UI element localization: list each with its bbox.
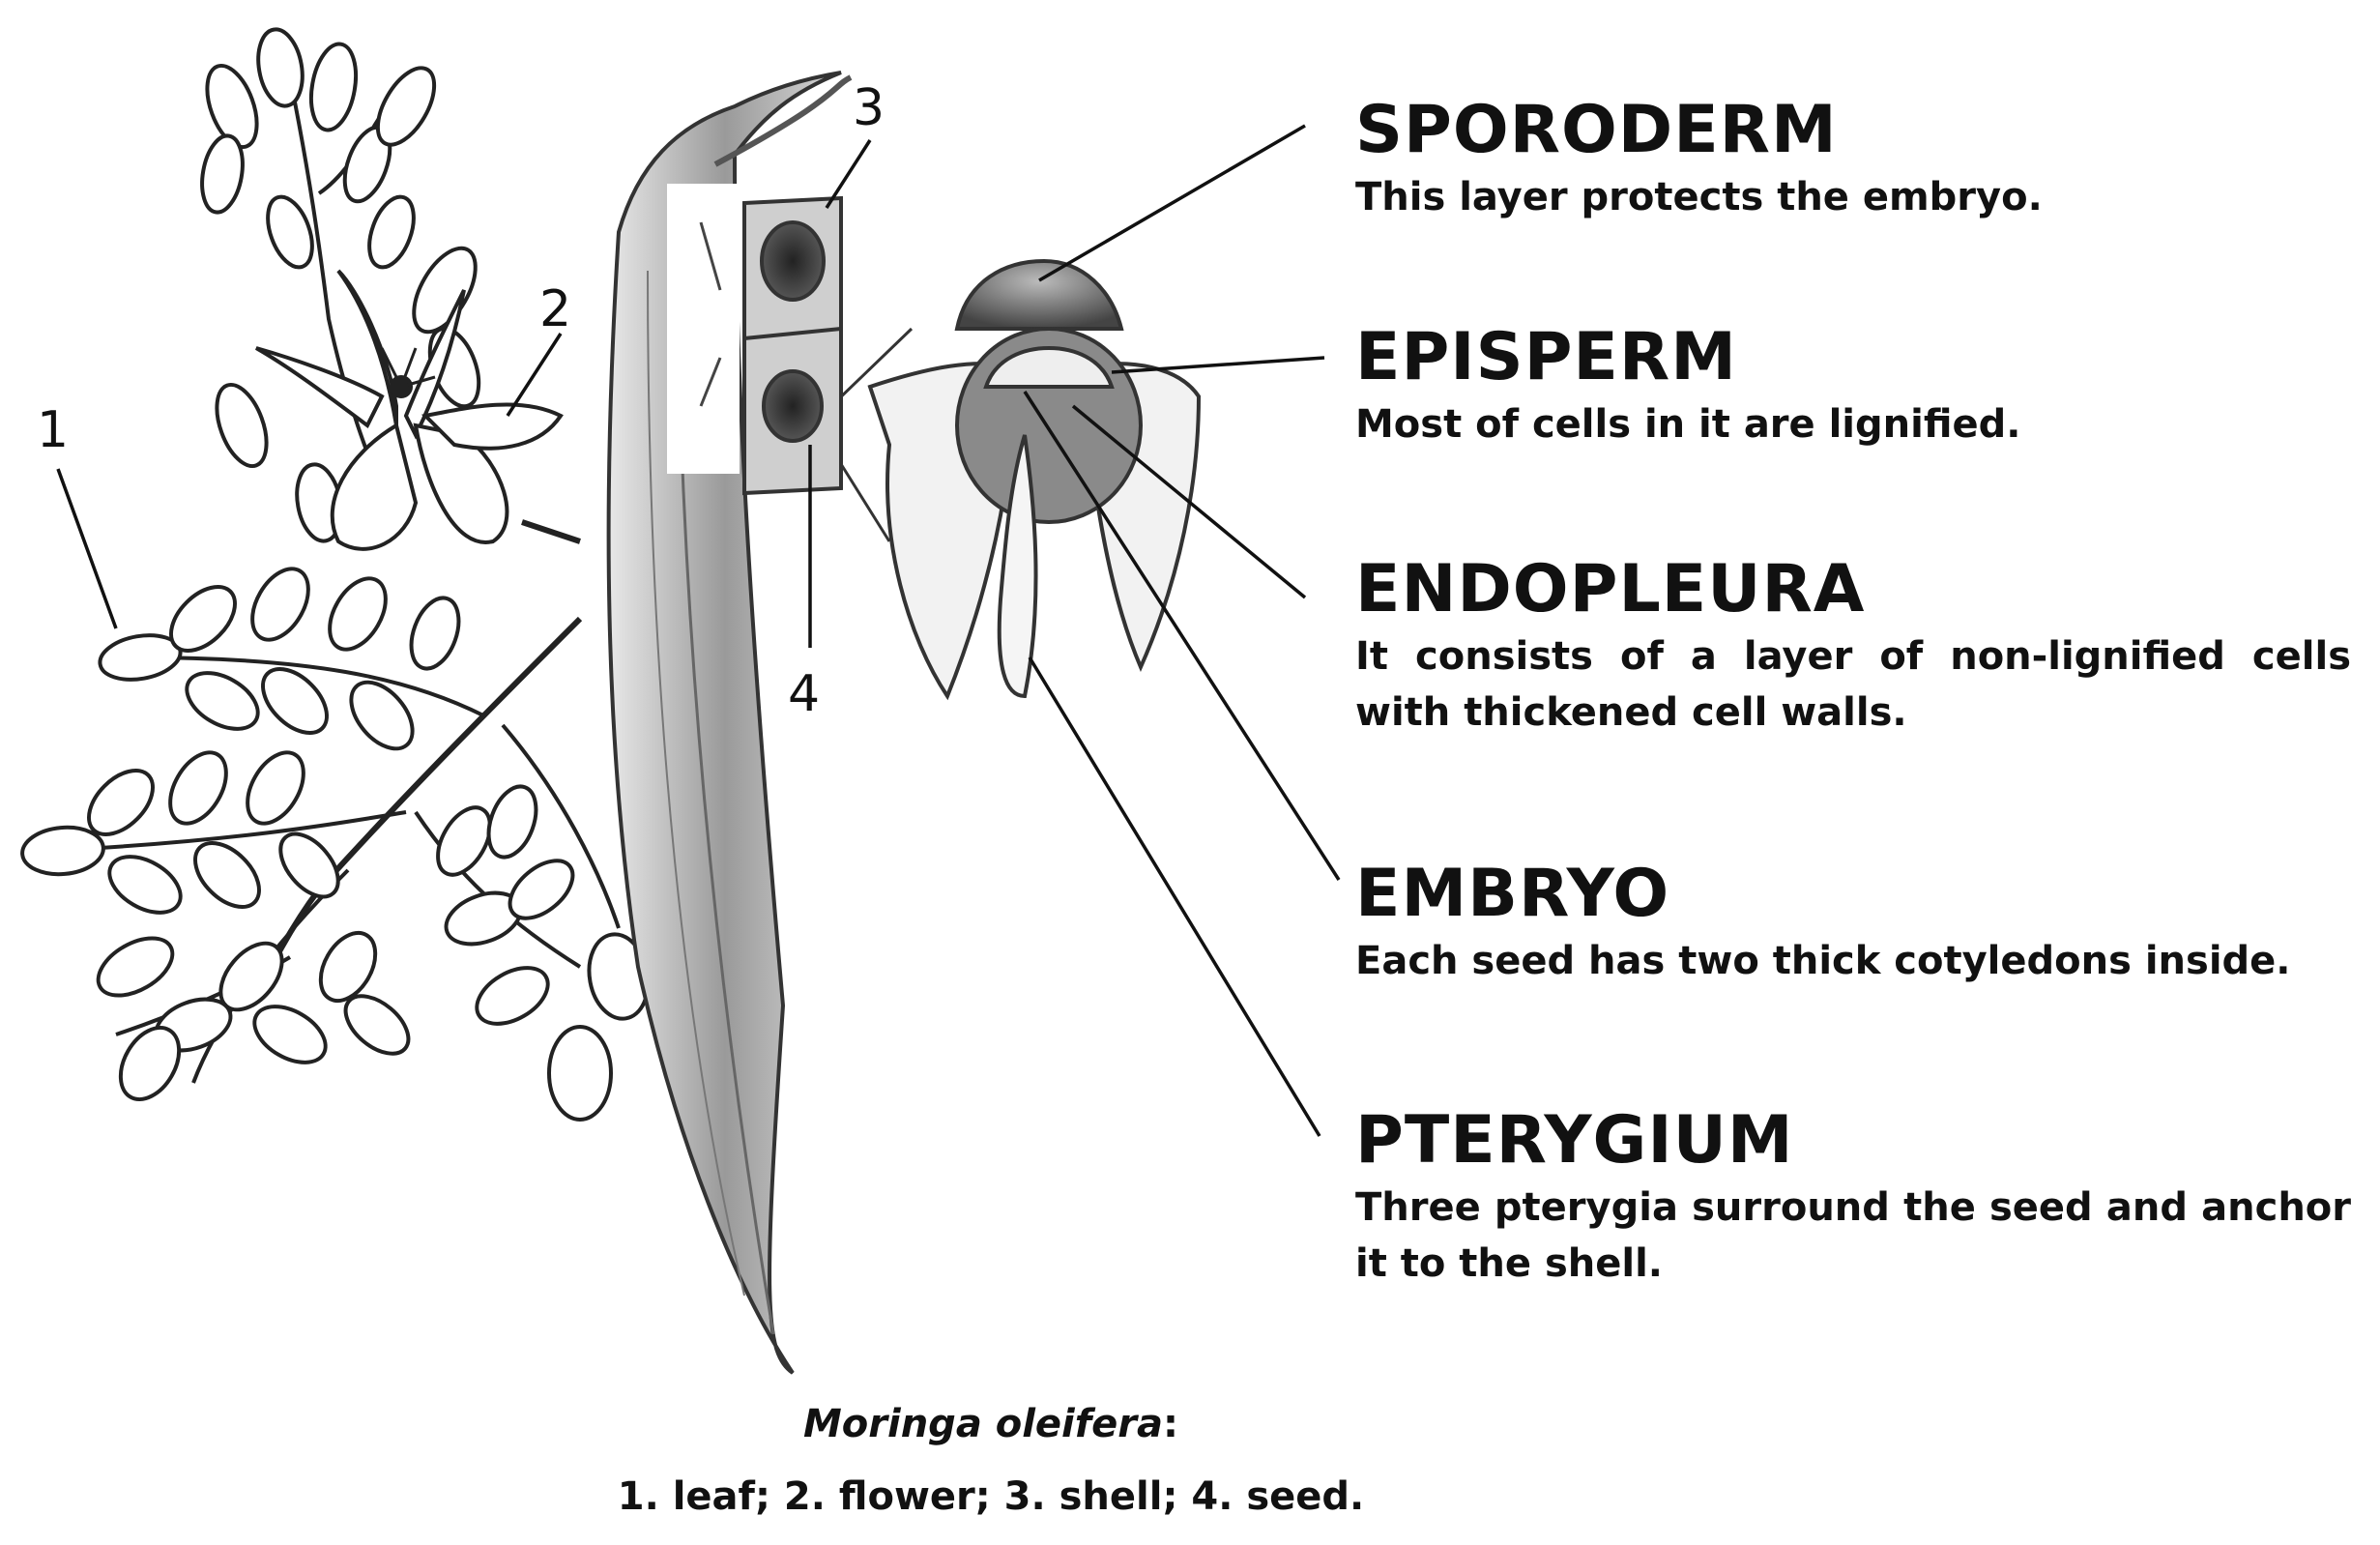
figure-caption-species: Moringa oleifera:: [0, 1402, 1982, 1446]
caption-colon: :: [1163, 1402, 1179, 1446]
part-title: SPORODERM: [1355, 92, 1838, 168]
number-label-2: 2: [539, 280, 572, 338]
figure-caption-legend: 1. leaf; 2. flower; 3. shell; 4. seed.: [617, 1474, 1365, 1519]
part-title: EMBRYO: [1355, 856, 1670, 932]
part-description: Each seed has two thick cotyledons insid…: [1355, 939, 2291, 983]
shell-drawing: [742, 195, 843, 496]
part-pterygium: PTERYGIUM Three pterygia surround the se…: [1355, 1102, 2351, 1292]
part-description: It consists of a layer of non-lignified …: [1355, 634, 2351, 735]
number-label-1: 1: [37, 401, 70, 459]
number-label-4: 4: [788, 665, 821, 723]
part-description: Most of cells in it are lignified.: [1355, 402, 2021, 447]
part-title: EPISPERM: [1355, 319, 1737, 395]
pod-drawing: [606, 71, 914, 1375]
part-title: ENDOPLEURA: [1355, 551, 1866, 627]
leaf-drawing: [20, 567, 651, 1122]
flower-drawing: [200, 27, 581, 551]
number-label-3: 3: [853, 79, 885, 137]
leader-lines: [56, 124, 1341, 1137]
species-name: Moringa oleifera: [802, 1402, 1164, 1446]
part-title: PTERYGIUM: [1355, 1102, 1794, 1179]
part-embryo: EMBRYO Each seed has two thick cotyledon…: [1355, 856, 2351, 989]
part-description: This layer protects the embryo.: [1355, 175, 2043, 219]
part-description: Three pterygia surround the seed and anc…: [1355, 1185, 2351, 1286]
part-sporoderm: SPORODERM This layer protects the embryo…: [1355, 92, 2351, 225]
seed-drawing: [867, 258, 1202, 701]
part-endopleura: ENDOPLEURA It consists of a layer of non…: [1355, 551, 2351, 741]
part-episperm: EPISPERM Most of cells in it are lignifi…: [1355, 319, 2351, 452]
